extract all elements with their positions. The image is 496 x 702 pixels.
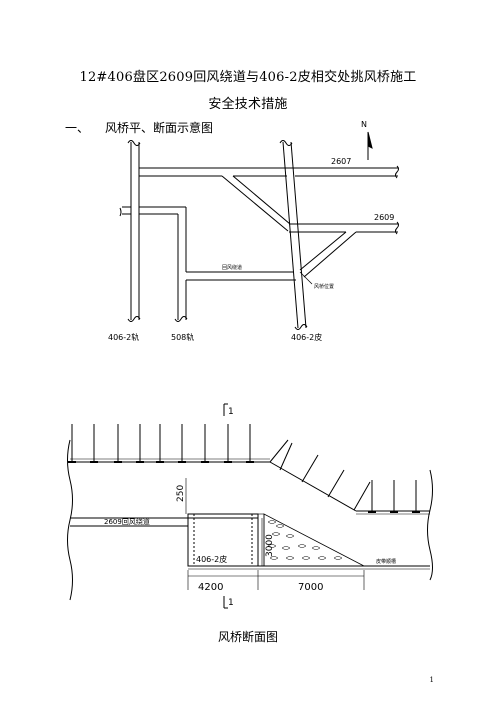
section-line (269, 439, 289, 463)
plan-view (119, 131, 399, 330)
section-view (67, 403, 433, 609)
plan-line (282, 141, 299, 329)
plan-line (299, 231, 347, 271)
dim-3000: 3000 (265, 534, 275, 557)
plan-label-2607: 2607 (331, 157, 351, 166)
plan-line (395, 221, 399, 235)
roof-bolts (68, 424, 420, 513)
dim-7000: 7000 (298, 582, 323, 593)
section-number: 一、 (65, 121, 90, 135)
section-edge (67, 439, 73, 601)
plan-leader (299, 271, 313, 285)
plan-line (279, 140, 293, 146)
section-label-406: 406-2皮 (196, 554, 227, 564)
plan-line (127, 316, 141, 322)
section-title: 风桥平、断面示意图 (105, 121, 214, 135)
document-title-line-2: 安全技术措施 (208, 97, 288, 112)
plan-line (174, 316, 188, 322)
plan-line (119, 207, 122, 217)
plan-label-bypass: 回风绕道 (222, 264, 242, 271)
plan-label-508: 508轨 (171, 332, 194, 342)
plan-label-bridge: 风桥位置 (314, 283, 334, 290)
section-heading: 一、 风桥平、断面示意图 (65, 119, 213, 136)
plan-line (303, 231, 357, 278)
document-title-line-1: 12#406盘区2609回风绕道与406-2皮相交处挑风桥施工 (79, 70, 417, 85)
plan-line (221, 175, 289, 232)
rubble-fill (263, 513, 365, 567)
north-arrow-icon (367, 131, 373, 149)
rubble-pattern (267, 520, 343, 560)
plan-label-2609: 2609 (374, 213, 394, 222)
plan-line (395, 165, 399, 179)
dim-4200: 4200 (198, 582, 223, 593)
plan-line (294, 324, 308, 330)
plan-label-406-right: 406-2皮 (291, 332, 322, 342)
plan-line (232, 175, 291, 225)
section-marker-top: 1 (228, 407, 234, 417)
section-edge (427, 469, 433, 581)
section-label-return: 皮带顺槽 (376, 558, 396, 565)
plan-line (290, 141, 307, 329)
figure-caption: 风桥断面图 (217, 630, 278, 644)
section-marker-bottom: 1 (228, 598, 234, 608)
dim-250: 250 (176, 485, 186, 502)
plan-line (127, 140, 141, 146)
section-label-2609: 2609回风绕道 (104, 517, 150, 526)
bridge-wall (257, 513, 265, 567)
page-number: 1 (429, 676, 434, 684)
north-label: N (361, 120, 367, 129)
section-line (269, 461, 357, 512)
plan-label-406-left: 406-2轨 (108, 332, 139, 342)
